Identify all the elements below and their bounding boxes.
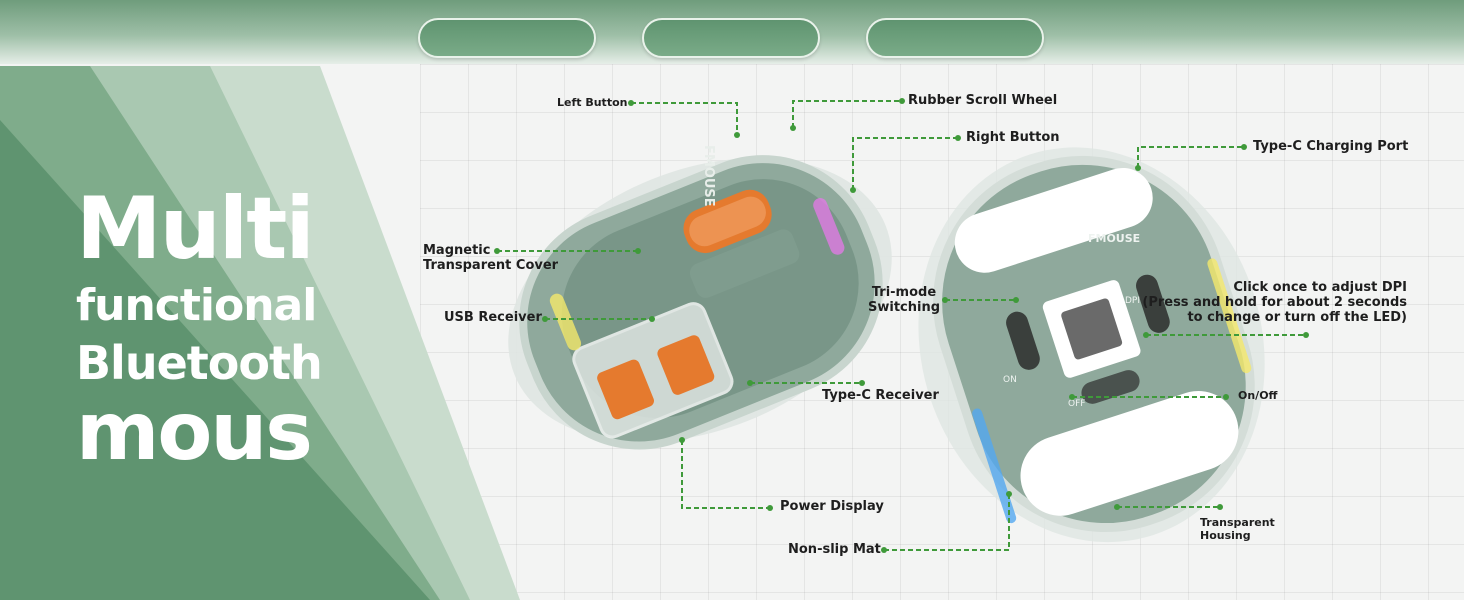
brand-mark: FMOUSE — [701, 145, 716, 207]
hero-line-2: functional — [76, 280, 317, 331]
label-non-slip-mat: Non-slip Mat — [788, 542, 881, 557]
hero-line-3: Bluetooth — [76, 336, 323, 390]
on-mark: ON — [1003, 375, 1017, 385]
label-dpi-line2: (Press and hold for about 2 seconds — [1142, 294, 1407, 310]
top-pill-1[interactable] — [418, 18, 596, 58]
top-pill-3[interactable] — [866, 18, 1044, 58]
label-transparent-housing-line2: Housing — [1200, 528, 1251, 542]
label-on-off: On/Off — [1238, 389, 1278, 402]
dpi-mark: DPI — [1125, 296, 1140, 306]
label-magnetic-cover-line1: Magnetic — [423, 243, 491, 258]
label-type-c-receiver: Type-C Receiver — [822, 388, 939, 403]
callout-leaders — [494, 98, 1309, 553]
brand-mark-bottom: FMOUSE — [1088, 232, 1140, 245]
label-tri-mode-line1: Tri-mode — [871, 285, 937, 300]
label-tri-mode: Tri-mode Switching — [868, 285, 941, 316]
label-power-display: Power Display — [780, 499, 884, 514]
label-dpi-button: Click once to adjust DPI (Press and hold… — [1142, 280, 1407, 326]
mouse-top-view — [508, 155, 892, 450]
label-type-c-charging-port: Type-C Charging Port — [1253, 139, 1409, 154]
off-mark: OFF — [1068, 399, 1085, 409]
label-transparent-housing: Transparent Housing — [1200, 516, 1275, 542]
label-dpi-line1: Click once to adjust DPI — [1233, 280, 1407, 295]
top-pill-2[interactable] — [642, 18, 820, 58]
label-tri-mode-line2: Switching — [868, 299, 941, 315]
hero-line-1: Multi — [76, 179, 315, 279]
label-transparent-housing-line1: Transparent — [1200, 516, 1275, 529]
hero-line-4: mous — [76, 385, 313, 478]
label-dpi-line3: to change or turn off the LED) — [1187, 309, 1407, 325]
label-left-button: Left Button — [557, 96, 628, 109]
label-usb-receiver: USB Receiver — [444, 310, 542, 325]
mouse-bottom-view — [918, 147, 1265, 543]
label-magnetic-cover-line2: Transparent Cover — [423, 257, 559, 273]
label-rubber-scroll-wheel: Rubber Scroll Wheel — [908, 93, 1058, 108]
label-magnetic-cover: Magnetic Transparent Cover — [423, 243, 559, 274]
label-right-button: Right Button — [966, 130, 1060, 145]
